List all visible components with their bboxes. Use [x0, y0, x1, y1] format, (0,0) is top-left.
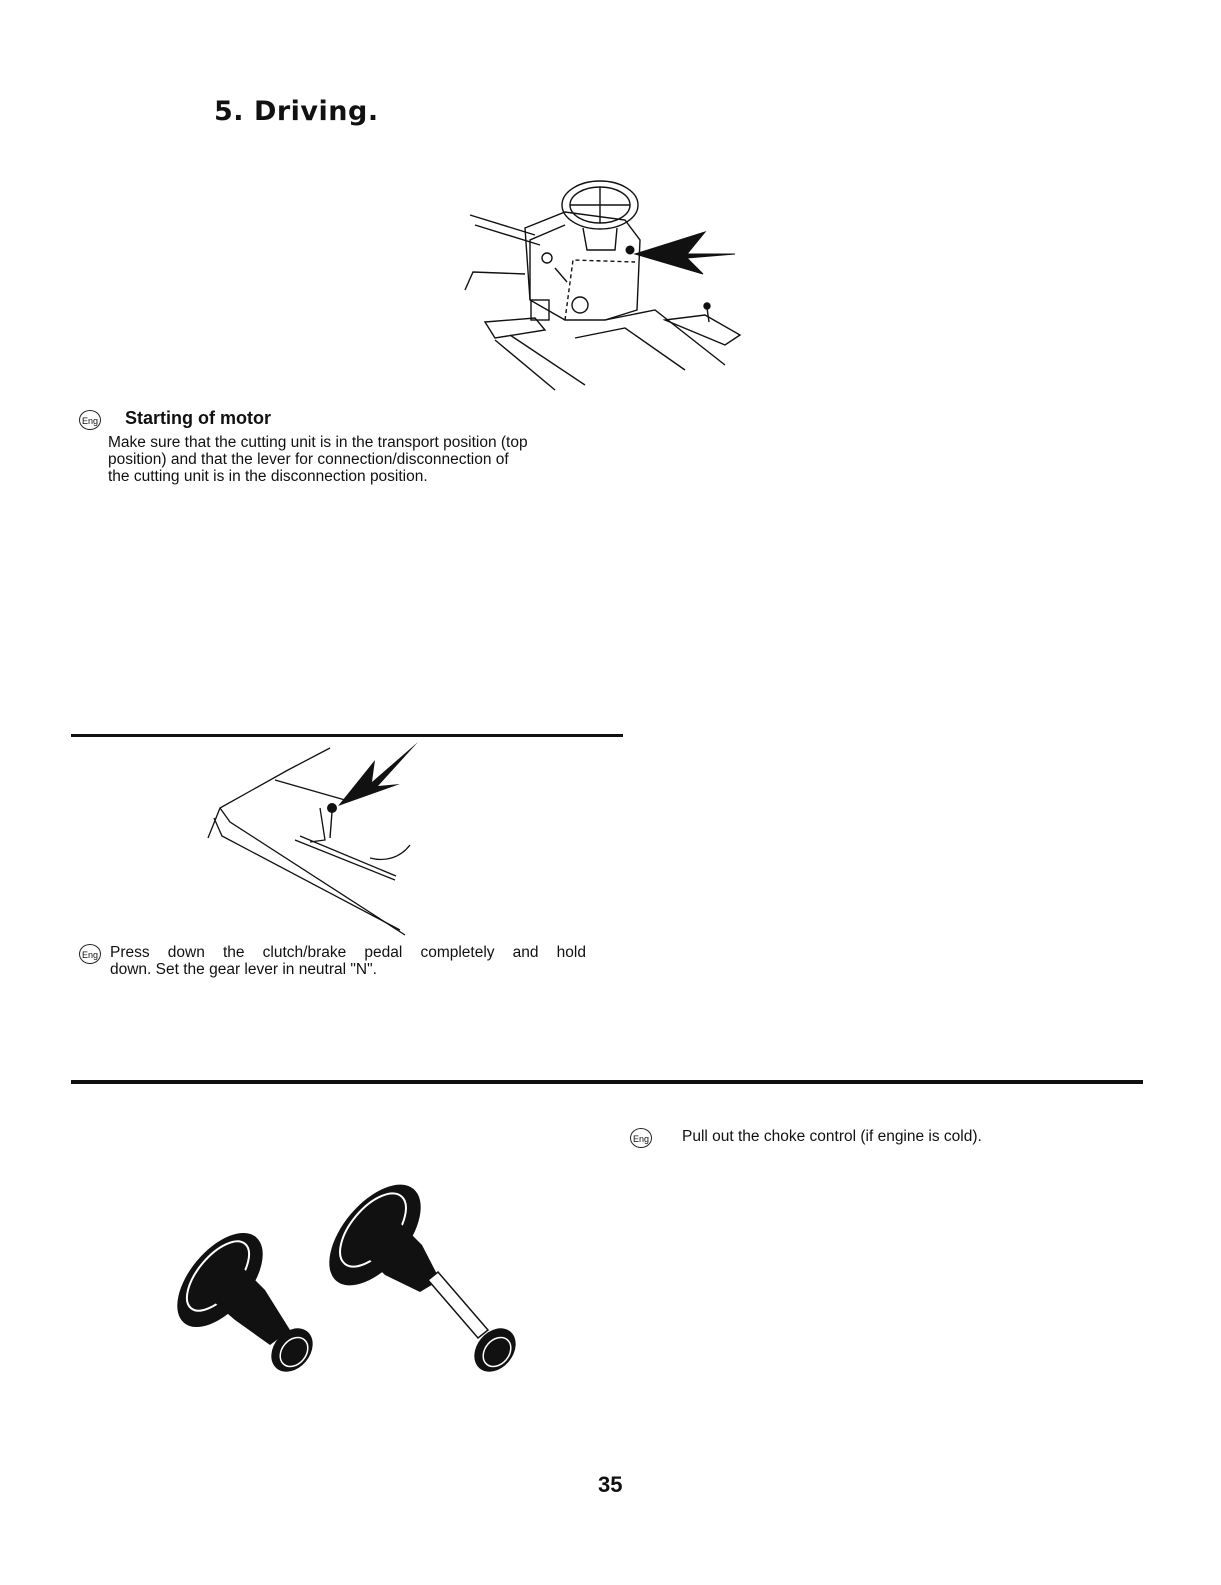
figure-gear-lever: [207, 742, 418, 936]
block-text: Make sure that the cutting unit is in th…: [108, 434, 586, 485]
text-line: Pull out the choke control (if engine is…: [682, 1128, 982, 1145]
block-text: Pull out the choke control (if engine is…: [682, 1128, 1142, 1145]
text-line: position) and that the lever for connect…: [108, 451, 509, 468]
text-line: Press down the clutch/brake pedal comple…: [110, 944, 586, 961]
page-number: 35: [598, 1472, 623, 1497]
section-title: 5. Driving.: [214, 96, 379, 127]
language-badge: Eng: [79, 944, 101, 964]
block-heading: Starting of motor: [125, 408, 271, 428]
language-badge: Eng: [79, 410, 101, 430]
block-text: Press down the clutch/brake pedal comple…: [110, 944, 586, 978]
text-line: the cutting unit is in the disconnection…: [108, 468, 428, 485]
section-divider: [71, 1080, 1143, 1084]
section-divider: [71, 734, 623, 737]
language-badge: Eng: [630, 1128, 652, 1148]
text-line: Make sure that the cutting unit is in th…: [108, 434, 528, 451]
figure-choke-knobs: [177, 1184, 516, 1372]
figure-dashboard: [464, 180, 742, 391]
text-line: down. Set the gear lever in neutral "N".: [110, 961, 377, 978]
